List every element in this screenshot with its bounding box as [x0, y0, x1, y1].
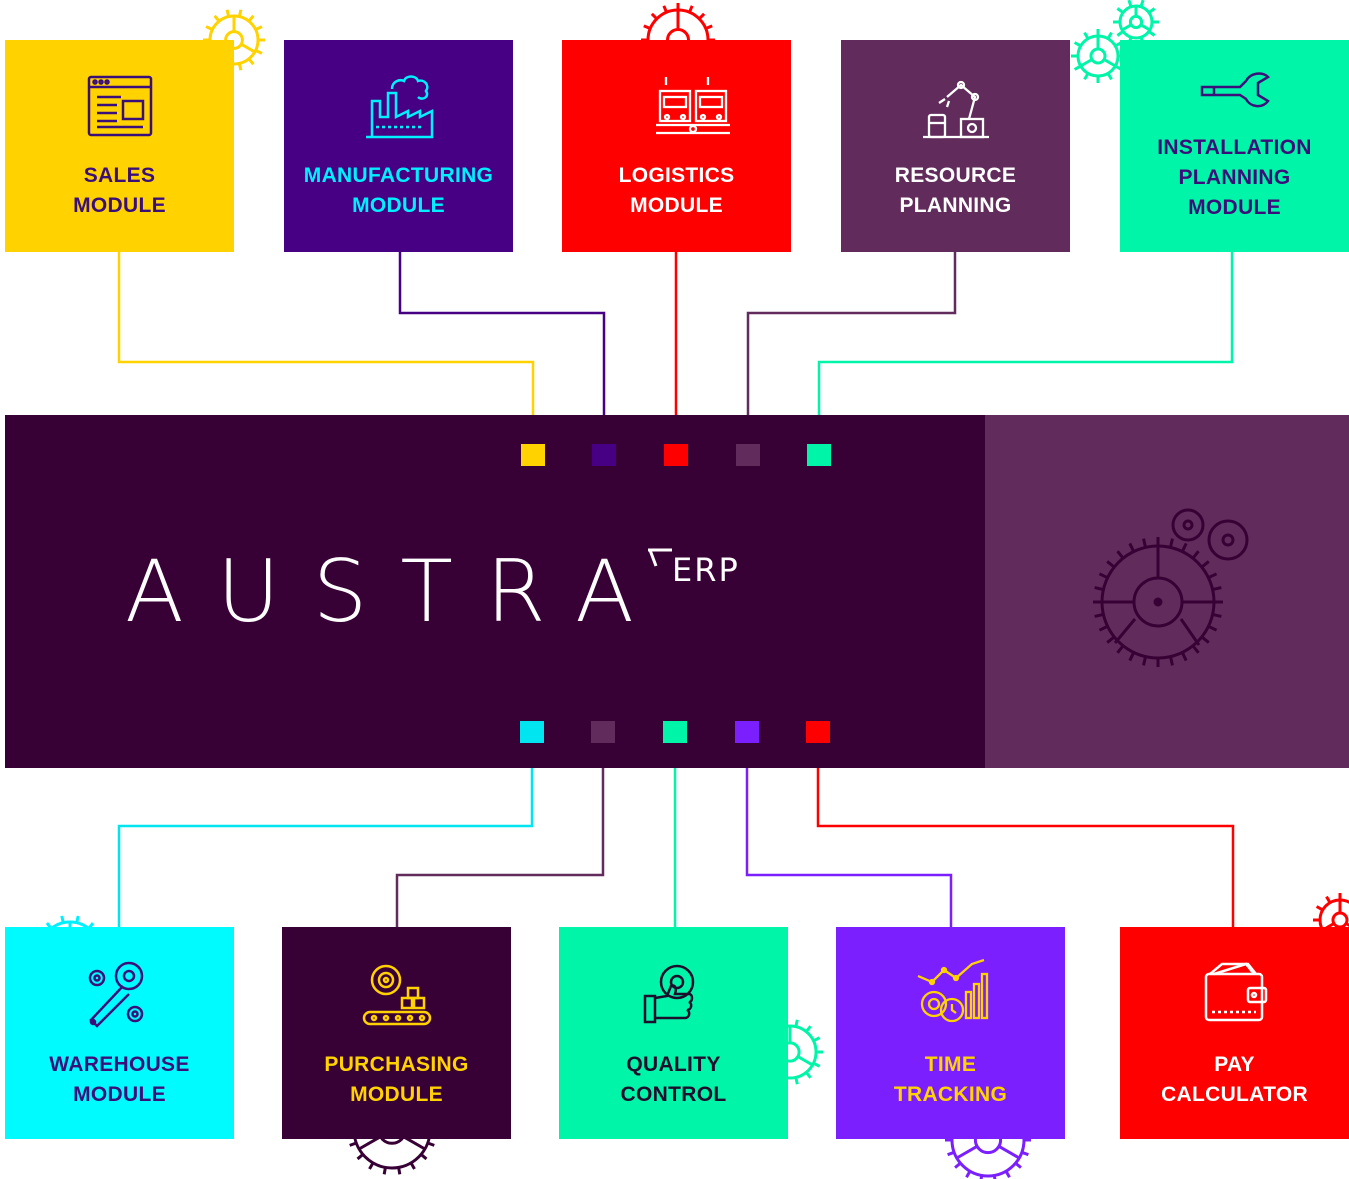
- purchasing-port: [591, 721, 615, 743]
- resource-port: [736, 444, 760, 466]
- manufacturing-module[interactable]: MANUFACTURING MODULE: [284, 40, 513, 252]
- time-tracking-label: TIME TRACKING: [893, 1053, 1008, 1106]
- pay-calculator-module[interactable]: PAY CALCULATOR: [1120, 927, 1349, 1139]
- resource-planning-module[interactable]: RESOURCE PLANNING: [841, 40, 1070, 252]
- pay-port: [806, 721, 830, 743]
- brand-suffix: ERP: [672, 551, 740, 589]
- warehouse-connector: [117, 742, 534, 927]
- wallet-icon: [1196, 956, 1274, 1028]
- sales-port: [521, 444, 545, 466]
- time-port: [735, 721, 759, 743]
- pay-calculator-label: PAY CALCULATOR: [1161, 1053, 1308, 1106]
- gear-wrench-icon: [81, 956, 159, 1028]
- purchasing-module-label: PURCHASING MODULE: [324, 1053, 469, 1106]
- pay-connector: [816, 742, 1235, 927]
- quality-port: [663, 721, 687, 743]
- manufacturing-port: [592, 444, 616, 466]
- thumbs-gear-icon: [635, 956, 713, 1028]
- erp-core-panel: [5, 415, 985, 768]
- warehouse-port: [520, 721, 544, 743]
- sales-connector: [117, 252, 535, 445]
- time-chart-icon: [912, 956, 990, 1028]
- quality-control-label: QUALITY CONTROL: [620, 1053, 727, 1106]
- conveyor-gear-icon: [358, 956, 436, 1028]
- sales-module[interactable]: SALES MODULE: [5, 40, 234, 252]
- warehouse-module-label: WAREHOUSE MODULE: [49, 1053, 190, 1106]
- installation-connector: [817, 252, 1234, 445]
- installation-port: [807, 444, 831, 466]
- installation-planning-module[interactable]: INSTALLATION PLANNING MODULE: [1120, 40, 1349, 252]
- wrench-icon: [1196, 69, 1274, 115]
- brand-tick-mark: [648, 548, 672, 567]
- logistics-module[interactable]: LOGISTICS MODULE: [562, 40, 791, 252]
- brand-name: AUSTRA: [125, 542, 667, 642]
- quality-control-module[interactable]: QUALITY CONTROL: [559, 927, 788, 1139]
- erp-side-panel: [985, 415, 1349, 768]
- sales-module-label: SALES MODULE: [73, 164, 166, 217]
- manufacturing-module-label: MANUFACTURING MODULE: [303, 164, 494, 217]
- trucks-icon: [638, 71, 730, 143]
- robot-arm-icon: [917, 71, 995, 143]
- core-gear-icon: [1093, 508, 1249, 667]
- factory-icon: [360, 71, 438, 143]
- logistics-port: [664, 444, 688, 466]
- resource-planning-label: RESOURCE PLANNING: [894, 164, 1017, 217]
- time-connector: [745, 742, 953, 927]
- purchasing-connector: [395, 742, 605, 927]
- browser-window-icon: [81, 71, 159, 143]
- logistics-module-label: LOGISTICS MODULE: [618, 164, 735, 217]
- purchasing-module[interactable]: PURCHASING MODULE: [282, 927, 511, 1139]
- time-tracking-module[interactable]: TIME TRACKING: [836, 927, 1065, 1139]
- installation-planning-label: INSTALLATION PLANNING MODULE: [1157, 136, 1312, 219]
- warehouse-module[interactable]: WAREHOUSE MODULE: [5, 927, 234, 1139]
- manufacturing-connector: [398, 252, 606, 445]
- resource-connector: [746, 252, 957, 445]
